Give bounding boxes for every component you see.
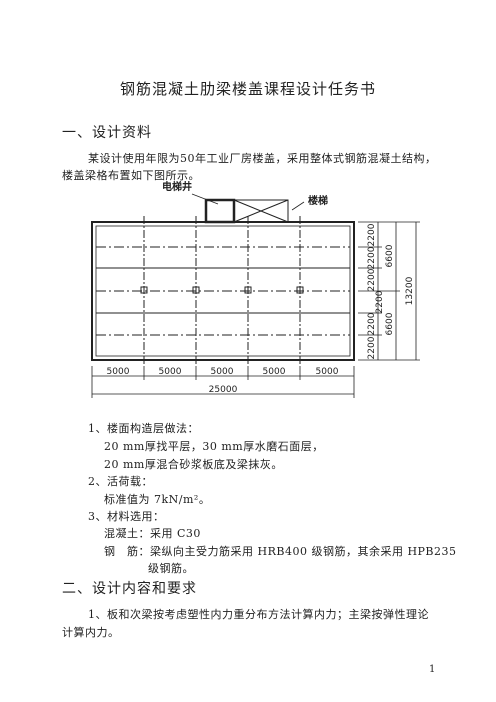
item1-title: 1、楼面构造层做法：	[88, 422, 199, 435]
right-dimension-lines	[358, 221, 420, 361]
item1-line2: 20 mm厚混合砂浆板底及梁抹灰。	[104, 458, 283, 471]
column-d	[244, 286, 252, 294]
right-dim-13200: 13200	[405, 276, 415, 305]
section2-line2: 计算内力。	[62, 626, 120, 639]
span-dim-3: 5000	[211, 367, 234, 377]
column-e	[296, 286, 304, 294]
column-b	[140, 286, 148, 294]
right-dim-2200-5: 2200	[367, 312, 377, 335]
section2-line1: 1、板和次梁按考虑塑性内力重分布方法计算内力；主梁按弹性理论	[88, 608, 429, 621]
column-c	[192, 286, 200, 294]
span-dim-2: 5000	[159, 367, 182, 377]
elevator-shaft	[204, 198, 236, 224]
stair-leader	[291, 201, 305, 211]
right-dim-6600-1: 6600	[385, 244, 395, 267]
right-dim-2200-4: 2200	[375, 290, 385, 313]
right-dim-6600-2: 6600	[385, 312, 395, 335]
label-elevator-shaft: 电梯井	[162, 180, 192, 193]
span-dim-4: 5000	[263, 367, 286, 377]
right-dim-2200-1: 2200	[367, 223, 377, 246]
label-stairs: 楼梯	[308, 194, 328, 207]
floor-plan-figure: 5000 5000 5000 5000 5000 25000 2200 2200…	[82, 180, 442, 400]
page-number: 1	[429, 664, 436, 675]
floor-plan-drawing: 5000 5000 5000 5000 5000 25000 2200 2200…	[91, 180, 420, 398]
bottom-dimension-lines	[91, 366, 355, 398]
document-title: 钢筋混凝土肋梁楼盖课程设计任务书	[119, 80, 376, 98]
elevator-leader	[191, 193, 219, 205]
secondary-beams	[96, 246, 350, 336]
interior-columns	[140, 286, 304, 294]
item2-line1: 标准值为 7kN/m²。	[104, 493, 211, 506]
right-dimension-labels: 2200 2200 2200 2200 2200 2200 6600 6600 …	[367, 223, 415, 359]
section-heading-design-content: 二、设计内容和要求	[62, 581, 197, 597]
item2-title: 2、活荷载：	[88, 475, 153, 488]
right-dim-2200-3: 2200	[367, 268, 377, 291]
item3-line1: 混凝土：采用 C30	[104, 527, 201, 540]
right-dim-2200-6: 2200	[367, 336, 377, 359]
stair-diagonal-2	[233, 199, 289, 223]
stair-box	[233, 199, 289, 223]
intro-line-2: 楼盖梁格布置如下图所示。	[62, 169, 200, 182]
item1-line1: 20 mm厚找平层，30 mm厚水磨石面层，	[104, 440, 324, 453]
item3-title: 3、材料选用：	[88, 510, 165, 523]
intro-line-1: 某设计使用年限为50年工业厂房楼盖，采用整体式钢筋混凝土结构，	[88, 152, 437, 165]
right-dim-2200-2: 2200	[367, 246, 377, 269]
item3-line3: 级钢筋。	[148, 562, 194, 575]
section-heading-design-data: 一、设计资料	[62, 125, 152, 141]
bottom-dimension-labels: 5000 5000 5000 5000 5000 25000	[107, 367, 339, 395]
span-dim-1: 5000	[107, 367, 130, 377]
span-dim-5: 5000	[316, 367, 339, 377]
item3-line2: 钢 筋：梁纵向主受力筋采用 HRB400 级钢筋，其余采用 HPB235	[104, 545, 457, 558]
total-width-dim: 25000	[209, 385, 238, 395]
